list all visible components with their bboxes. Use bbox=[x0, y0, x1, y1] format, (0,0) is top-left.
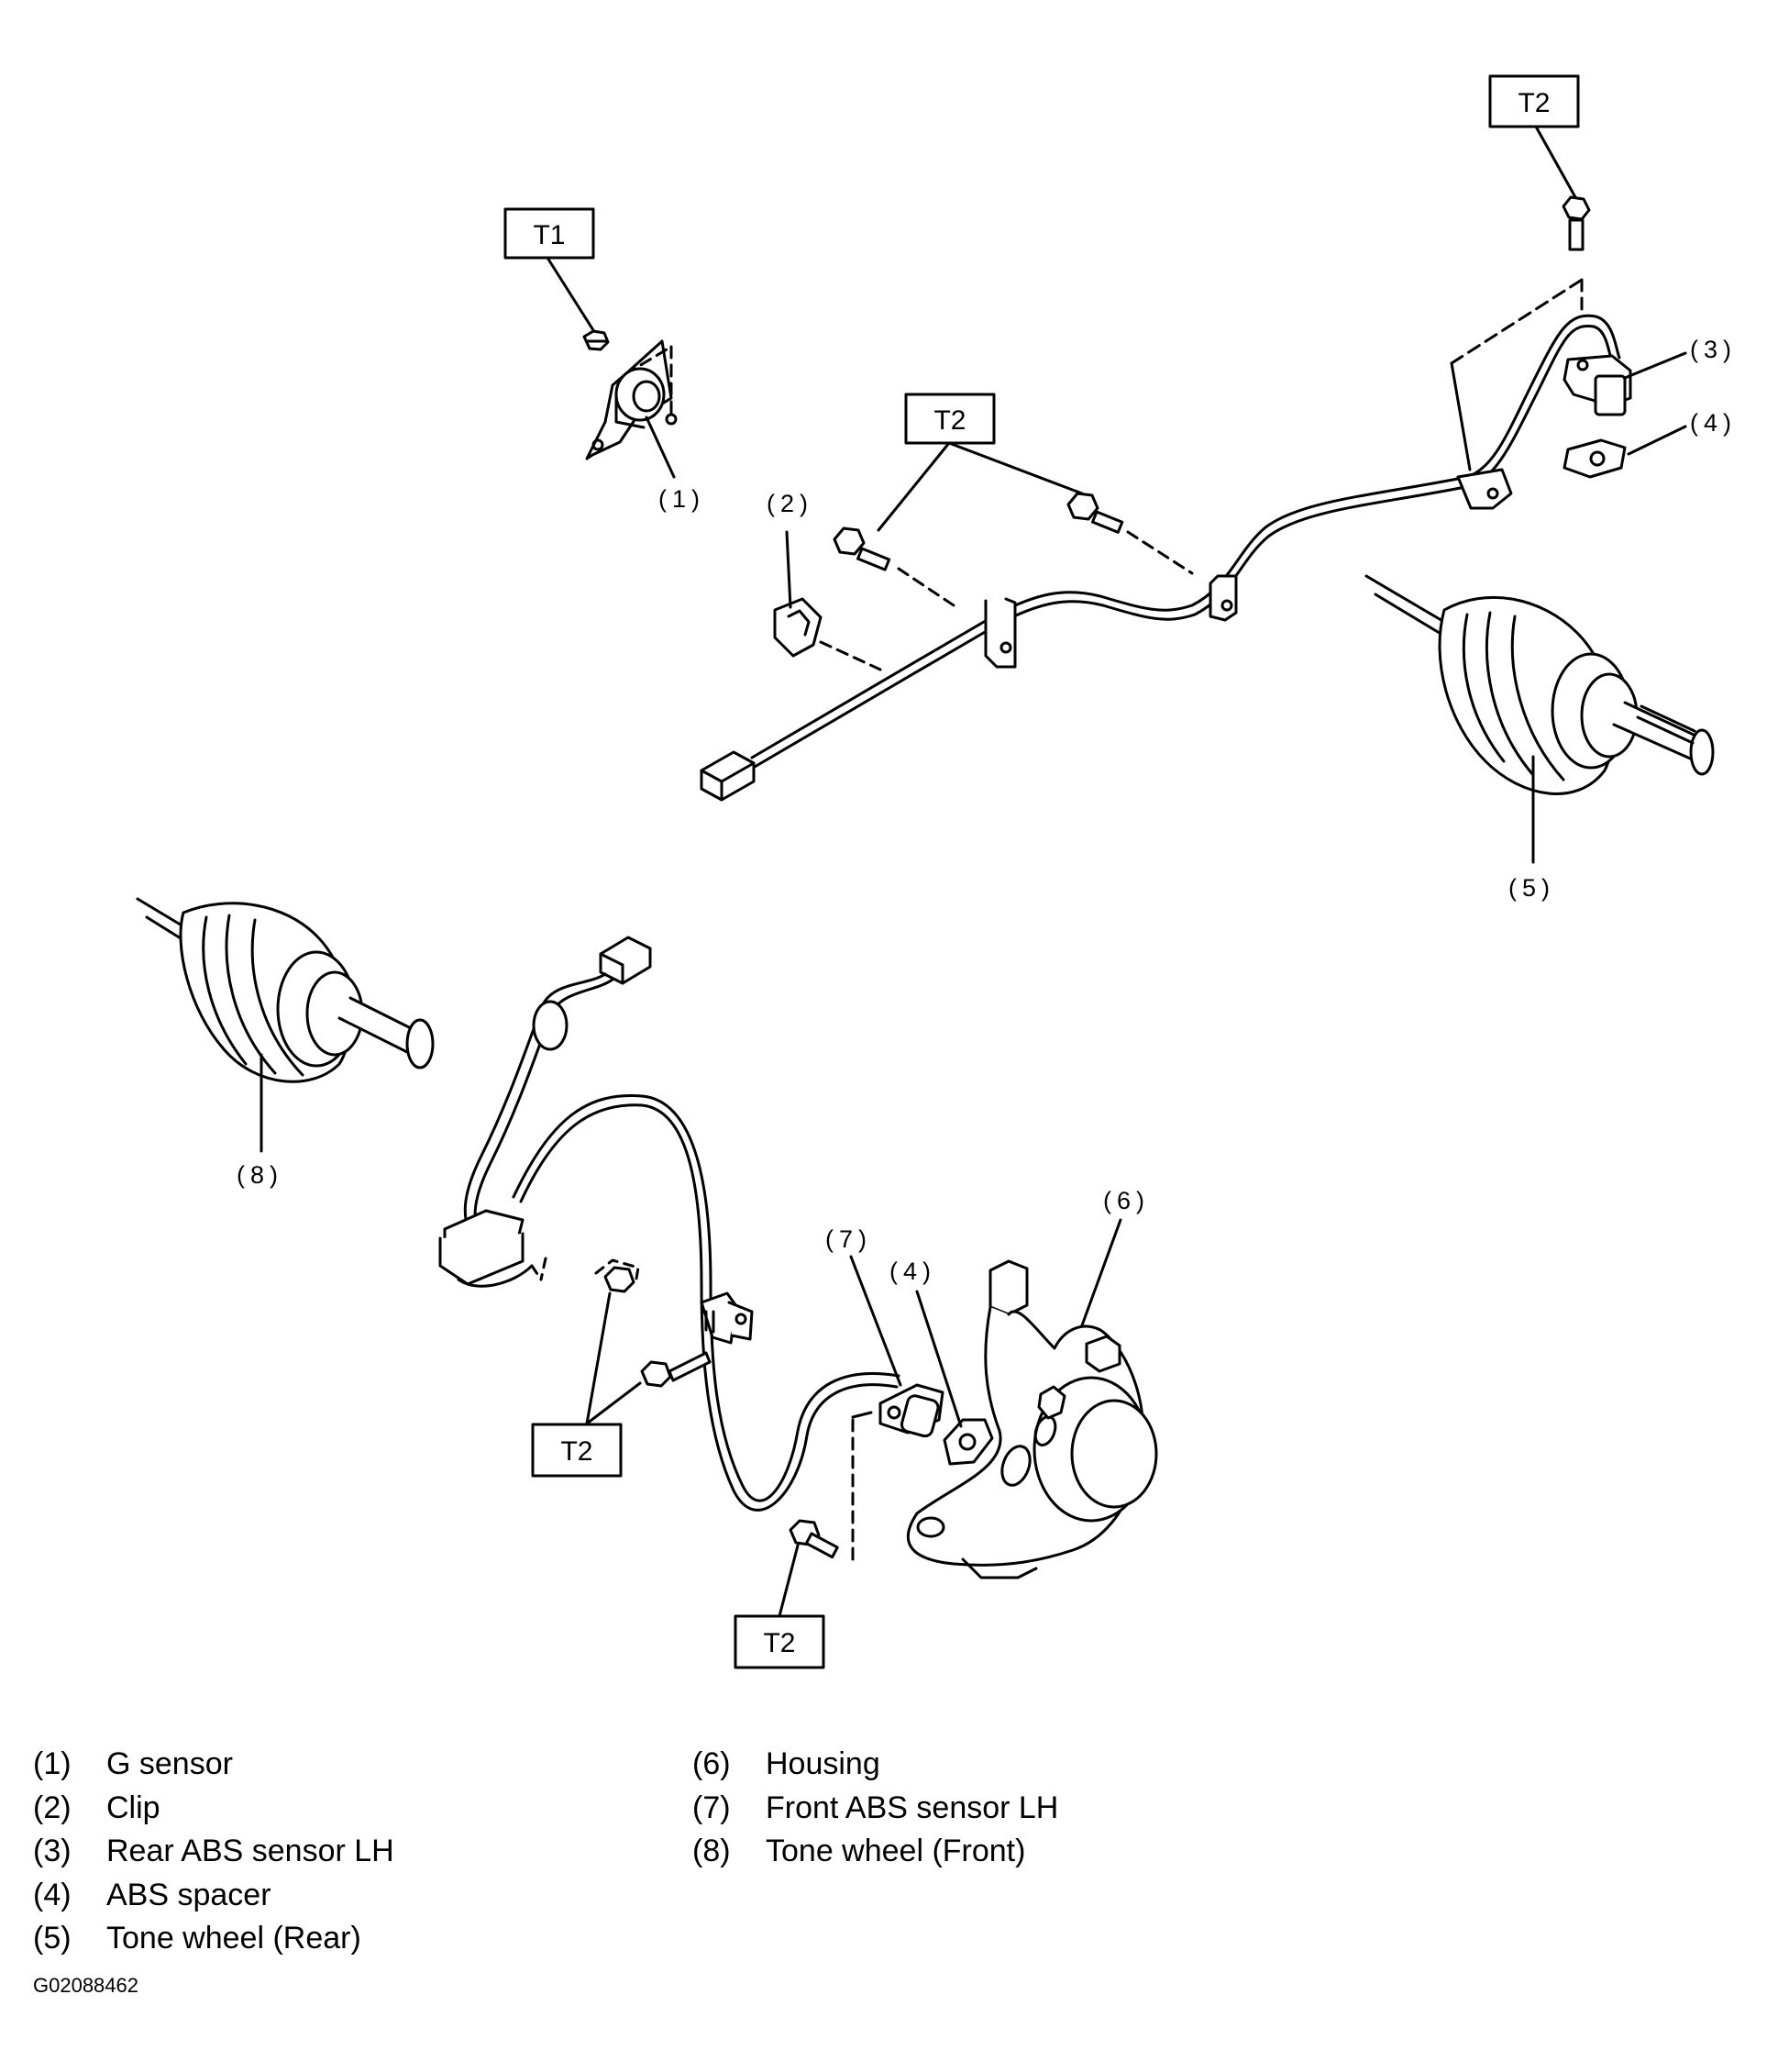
callout-4-front: (4) bbox=[889, 1258, 936, 1285]
legend-number: (8) bbox=[692, 1834, 731, 1868]
torque-label-t2-front-sensor: T2 bbox=[763, 1628, 795, 1658]
legend-label: Rear ABS sensor LH bbox=[106, 1834, 394, 1868]
legend-label: G sensor bbox=[106, 1746, 233, 1781]
legend-number: (6) bbox=[692, 1746, 731, 1781]
legend-item: (8) Tone wheel (Front) bbox=[692, 1830, 1058, 1874]
legend-left-column: (1) G sensor (2) Clip (3) Rear ABS sensor L… bbox=[33, 1743, 394, 1961]
legend-item: (1) G sensor bbox=[33, 1743, 394, 1787]
legend-number: (7) bbox=[692, 1789, 731, 1825]
torque-box-t1 bbox=[503, 207, 595, 260]
callout-7: (7) bbox=[825, 1225, 872, 1253]
legend-item: (6) Housing bbox=[692, 1743, 1058, 1787]
torque-label-t2-top-right: T2 bbox=[1518, 88, 1550, 118]
front-drive-shaft bbox=[136, 897, 435, 1153]
legend-item: (3) Rear ABS sensor LH bbox=[33, 1830, 394, 1874]
torque-label-t1: T1 bbox=[533, 220, 565, 250]
front-abs-harness bbox=[438, 936, 994, 1561]
torque-box-t2-top-right bbox=[1488, 74, 1580, 128]
rear-drive-shaft bbox=[1364, 574, 1715, 864]
legend-number: (1) bbox=[33, 1746, 72, 1781]
legend-label: Front ABS sensor LH bbox=[766, 1789, 1059, 1825]
legend-item: (5) Tone wheel (Rear) bbox=[33, 1917, 394, 1961]
legend-number: (2) bbox=[33, 1789, 72, 1825]
knuckle-housing bbox=[907, 1259, 1158, 1579]
legend-item: (2) Clip bbox=[33, 1787, 394, 1831]
callout-6: (6) bbox=[1103, 1187, 1150, 1214]
legend-item: (7) Front ABS sensor LH bbox=[692, 1787, 1058, 1831]
callout-8: (8) bbox=[237, 1161, 283, 1189]
callout-4-rear: (4) bbox=[1690, 409, 1737, 437]
figure-code: G02088462 bbox=[33, 1974, 138, 1997]
rear-harness-bolts bbox=[773, 195, 1591, 671]
legend-number: (5) bbox=[33, 1921, 72, 1956]
callout-2: (2) bbox=[767, 490, 813, 517]
legend-label: ABS spacer bbox=[106, 1877, 271, 1912]
torque-label-t2-harness: T2 bbox=[933, 405, 966, 436]
legend-number: (3) bbox=[33, 1834, 72, 1868]
torque-box-t2-front-sensor bbox=[734, 1614, 825, 1669]
legend-label: Clip bbox=[106, 1789, 160, 1825]
exploded-view-diagram: T1 T2 T2 T2 T2 (1) (2) (3) (4) (5) (6) (… bbox=[136, 74, 1737, 1669]
callout-1: (1) bbox=[658, 485, 705, 513]
rear-abs-harness bbox=[700, 278, 1632, 802]
torque-label-t2-front-bracket: T2 bbox=[560, 1436, 592, 1467]
legend-item: (4) ABS spacer bbox=[33, 1874, 394, 1918]
legend-label: Tone wheel (Rear) bbox=[106, 1921, 361, 1956]
torque-box-t2-front-bracket bbox=[531, 1423, 623, 1478]
torque-box-t2-harness bbox=[904, 393, 996, 445]
leader-lines bbox=[585, 125, 1687, 1618]
legend-label: Housing bbox=[766, 1746, 880, 1781]
legend-right-column: (6) Housing (7) Front ABS sensor LH (8) Ton… bbox=[692, 1743, 1058, 1874]
callout-3: (3) bbox=[1690, 336, 1737, 363]
legend-number: (4) bbox=[33, 1877, 72, 1912]
legend-label: Tone wheel (Front) bbox=[766, 1834, 1026, 1868]
callout-5: (5) bbox=[1508, 874, 1555, 902]
g-sensor-assembly bbox=[503, 207, 678, 479]
